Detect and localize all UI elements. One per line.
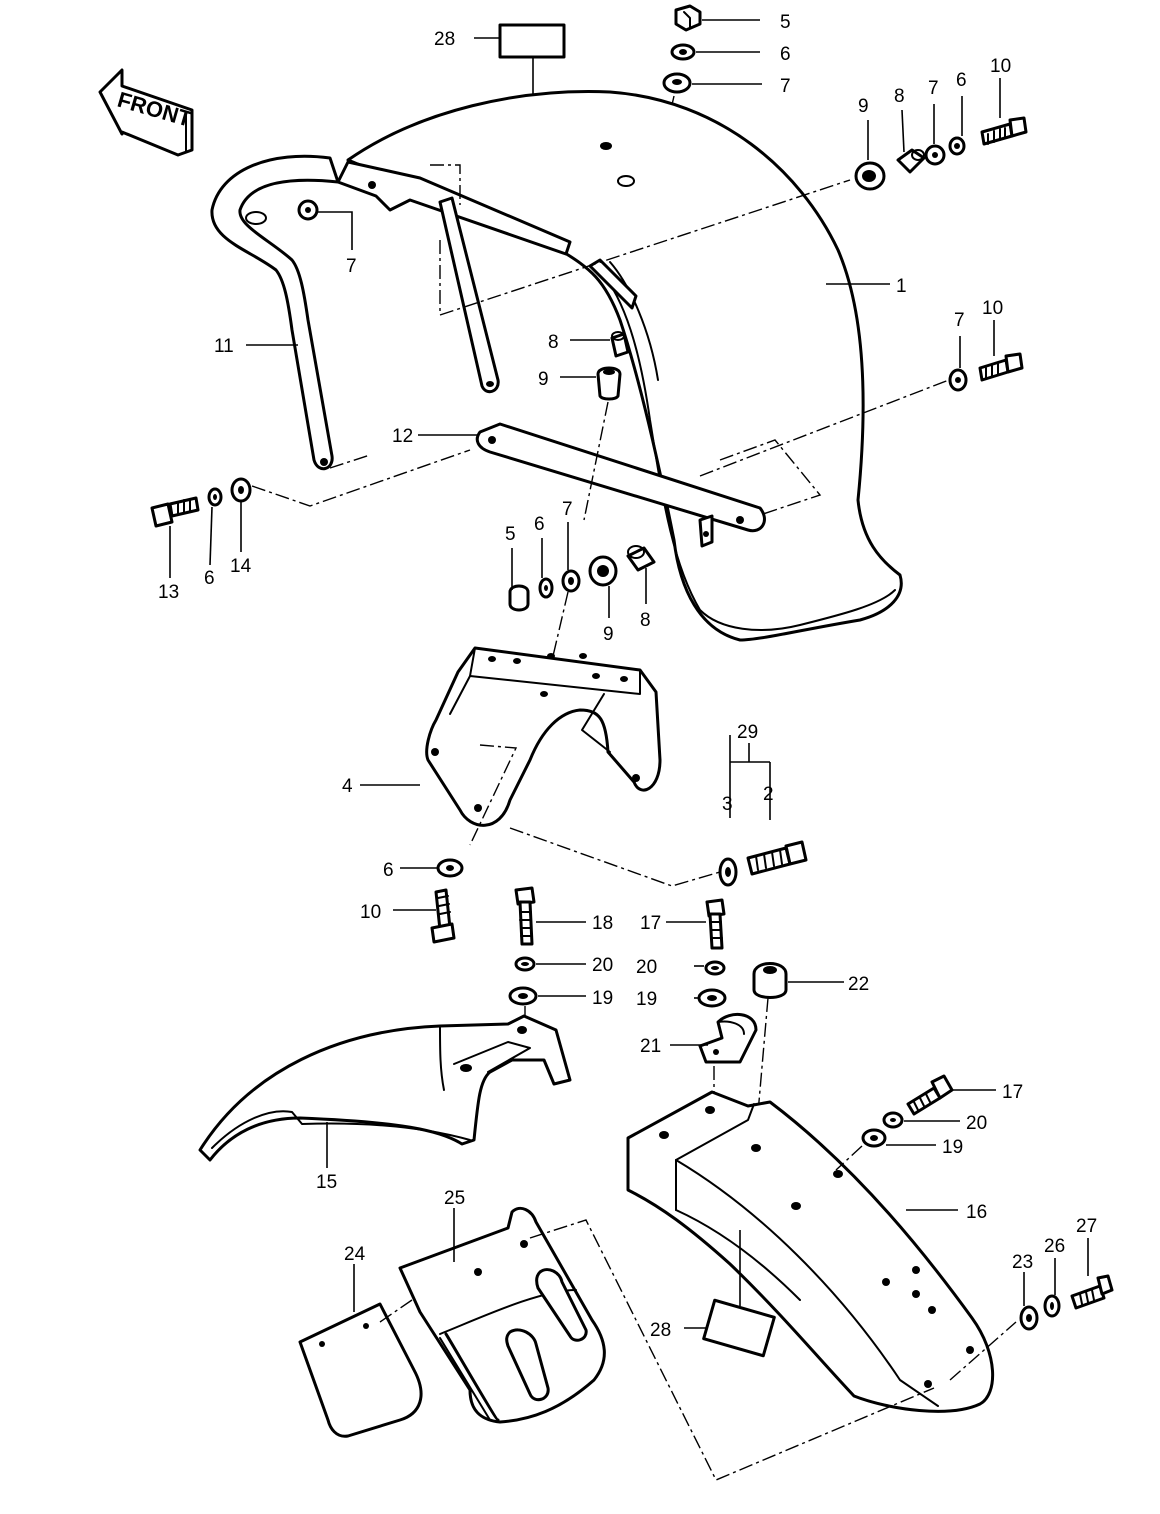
fender-bolt-17a [705,898,726,950]
callout-16: 16 [966,1202,987,1223]
callout-2: 2 [763,784,774,805]
callout-9-center: 9 [538,369,549,390]
callout-9-bottom: 9 [603,624,614,645]
callout-18: 18 [592,913,613,934]
callout-8-center: 8 [548,332,559,353]
callout-26: 26 [1044,1236,1065,1257]
callout-28-bottom: 28 [650,1320,671,1341]
callout-17-b: 17 [1002,1082,1023,1103]
callout-21: 21 [640,1036,661,1057]
callout-28-top: 28 [434,29,455,50]
callout-17-a: 17 [640,913,661,934]
center-cap-nut-5 [508,584,530,612]
callout-1: 1 [896,276,907,297]
callout-25: 25 [444,1188,465,1209]
brace-bolt-2 [746,840,808,876]
front-arrow-icon: FRONT [98,68,195,157]
top-decal-28 [498,23,566,59]
right-collar-8 [896,148,926,174]
callout-4: 4 [342,776,353,797]
callout-5-center: 5 [505,524,516,545]
center-grommet-9 [596,366,622,401]
callout-14: 14 [230,556,252,577]
rear-fender-1 [346,90,903,642]
bottom-decal-28 [702,1298,776,1358]
mid-bolt-10 [978,352,1024,382]
right-grommet-9 [854,161,886,191]
callout-6-top: 6 [780,44,791,65]
callout-24: 24 [344,1244,366,1265]
mud-flap-24 [298,1302,423,1438]
callout-22: 22 [848,974,869,995]
fender-bolt-17b [906,1074,954,1116]
callout-10-brace: 10 [360,902,381,923]
callout-29: 29 [737,722,758,743]
callout-23: 23 [1012,1252,1033,1273]
rear-fender-16 [626,1090,995,1413]
fender-grommet-22 [752,962,788,999]
mudguard-25 [398,1206,606,1424]
callout-10-right: 10 [990,56,1011,77]
center-grommet-9b [588,555,618,587]
top-cap-nut-5 [674,4,702,32]
left-bolt-13 [150,496,200,528]
callout-12: 12 [392,426,413,447]
right-bolt-10-top [980,116,1028,146]
brace-bolt-10 [430,888,456,944]
front-fender-brace-4 [425,646,662,827]
callout-7-right: 7 [928,78,939,99]
cable-clamp-21 [698,1013,758,1064]
rear-fender-bracket [336,160,638,394]
callout-6-center: 6 [534,514,545,535]
callout-8-bottom: 8 [640,610,651,631]
callout-20-b: 20 [636,957,657,978]
callout-6-brace: 6 [383,860,394,881]
callout-6-left: 6 [204,568,215,589]
callout-3: 3 [722,794,733,815]
callout-15: 15 [316,1172,337,1193]
callout-7-mid: 7 [954,310,965,331]
callout-8-right: 8 [894,86,905,107]
rear-bolt-27 [1070,1274,1114,1310]
center-collar-8 [610,331,630,358]
callout-7-center: 7 [562,499,573,520]
front-fender-15 [198,1014,572,1162]
callout-7-left: 7 [346,256,357,277]
callout-11: 11 [214,336,234,357]
callout-27: 27 [1076,1216,1097,1237]
callout-19-c: 19 [942,1137,963,1158]
callout-5-top: 5 [780,12,791,33]
callout-7-top: 7 [780,76,791,97]
callout-6-right: 6 [956,70,967,91]
callout-9-right: 9 [858,96,869,117]
grab-rail-11 [210,154,340,471]
callout-19-a: 19 [592,988,613,1009]
callout-19-b: 19 [636,989,657,1010]
center-collar-8b [626,545,656,572]
fender-bolt-18 [514,886,536,946]
callout-20-a: 20 [592,955,613,976]
callout-20-c: 20 [966,1113,987,1134]
callout-13: 13 [158,582,179,603]
top-grommet-7 [662,72,692,94]
rear-stay-12 [475,422,766,548]
callout-10-mid: 10 [982,298,1003,319]
